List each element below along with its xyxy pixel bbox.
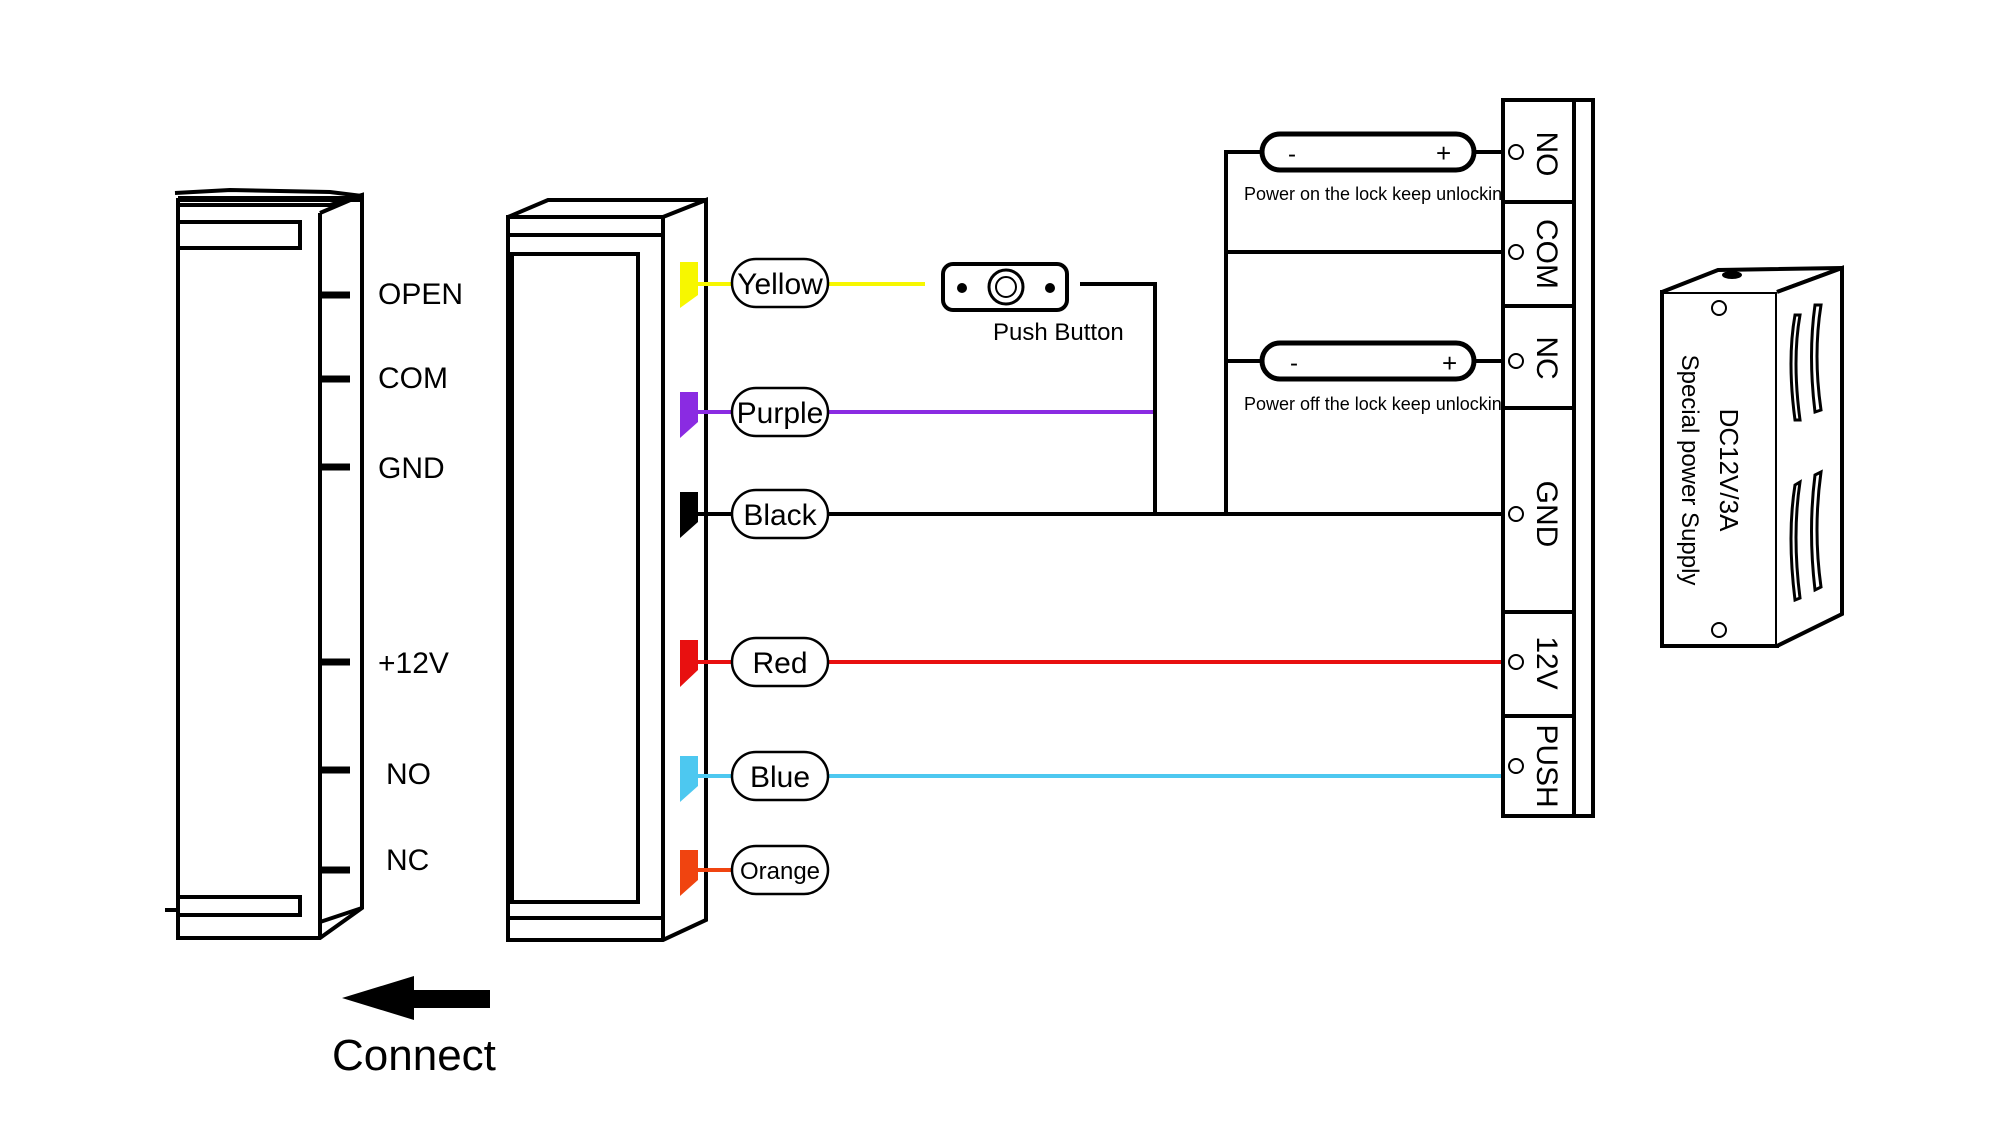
- red-label-box: [730, 636, 830, 688]
- red-stub: [680, 640, 698, 687]
- lock-bottom-plus: +: [1442, 348, 1457, 378]
- terminal-com: COM: [1530, 219, 1563, 289]
- purple-label: Purple: [737, 397, 824, 430]
- purple-stub: [680, 392, 698, 438]
- screw-icon: [1508, 144, 1524, 160]
- wire-labels: [730, 257, 830, 896]
- reader-device: [165, 187, 364, 940]
- orange-label: Orange: [740, 858, 820, 885]
- lock-bottom-minus: -: [1290, 350, 1298, 377]
- reader-pin-com: COM: [378, 362, 448, 395]
- terminal-no: NO: [1530, 132, 1563, 177]
- power-supply-name: Special power Supply: [1676, 355, 1703, 586]
- connect-arrow-icon: [342, 976, 490, 1020]
- terminal-strip: [1501, 98, 1595, 818]
- terminal-gnd: GND: [1530, 481, 1563, 548]
- blue-label: Blue: [750, 761, 810, 794]
- reader-pin-nc: NC: [386, 844, 429, 877]
- orange-stub: [680, 850, 698, 896]
- reader-pin-gnd: GND: [378, 452, 445, 485]
- lock-top-caption: Power on the lock keep unlocking: [1244, 184, 1512, 204]
- push-button-label: Push Button: [993, 319, 1124, 346]
- terminal-screws: [1508, 144, 1524, 774]
- blue-label-box: [730, 750, 830, 802]
- reader-pin-no: NO: [386, 758, 431, 791]
- lock-top: [1259, 131, 1477, 173]
- lock-top-plus: +: [1436, 138, 1451, 168]
- reader-pin-12v: +12V: [378, 647, 449, 680]
- terminal-push: PUSH: [1530, 724, 1563, 807]
- black-label-box: [730, 488, 830, 540]
- screw-icon: [1508, 758, 1524, 774]
- controller-device: [506, 197, 708, 942]
- push-button-wire: [1080, 282, 1157, 514]
- orange-label-box: [730, 844, 830, 896]
- wires: [698, 150, 1503, 872]
- red-label: Red: [752, 647, 807, 680]
- black-label: Black: [743, 499, 817, 532]
- wire-stubs: [680, 262, 698, 896]
- black-stub: [680, 492, 698, 538]
- reader-pin-ticks: [320, 291, 350, 874]
- terminal-nc: NC: [1530, 336, 1563, 379]
- connect-label: Connect: [332, 1031, 496, 1080]
- power-supply-rating: DC12V/3A: [1714, 409, 1744, 532]
- push-button: [941, 262, 1069, 312]
- lock-bottom-caption: Power off the lock keep unlocking: [1244, 394, 1512, 414]
- screw-icon: [1508, 244, 1524, 260]
- screw-icon: [1508, 506, 1524, 522]
- purple-label-box: [730, 386, 830, 438]
- lock-top-wire-left: [1224, 150, 1262, 514]
- screw-icon: [1508, 654, 1524, 670]
- yellow-label: Yellow: [737, 268, 823, 301]
- reader-pin-open: OPEN: [378, 278, 463, 311]
- terminal-12v: 12V: [1530, 636, 1563, 689]
- screw-icon: [1711, 622, 1727, 638]
- blue-stub: [680, 756, 698, 802]
- screw-icon: [1711, 300, 1727, 316]
- lock-bottom: [1259, 340, 1477, 382]
- screw-icon: [1508, 353, 1524, 369]
- yellow-stub: [680, 262, 698, 308]
- power-supply-screws: [1711, 300, 1727, 638]
- lock-top-minus: -: [1288, 141, 1296, 168]
- yellow-label-box: [730, 257, 830, 309]
- power-supply: [1660, 265, 1844, 648]
